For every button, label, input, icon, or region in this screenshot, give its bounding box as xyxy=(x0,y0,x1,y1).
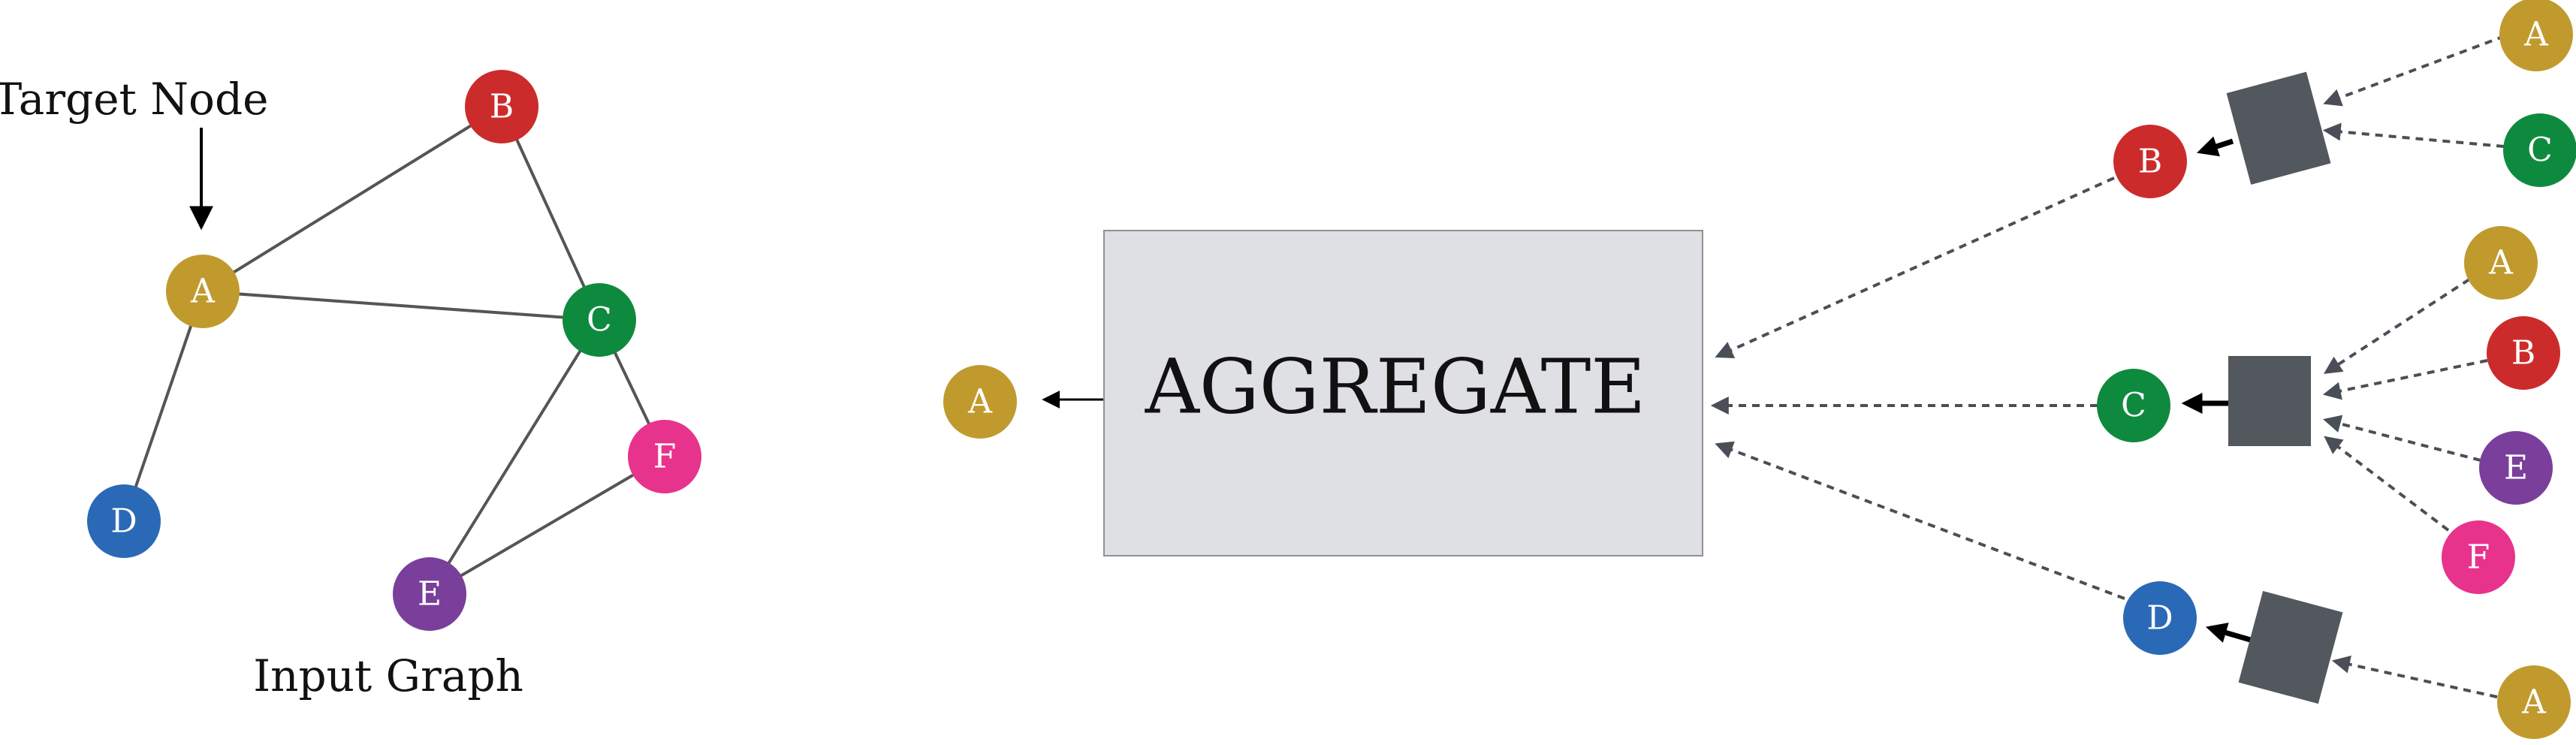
svg-text:D: D xyxy=(110,502,137,541)
svg-text:D: D xyxy=(2146,599,2173,638)
dashed-e-to-c-agg xyxy=(2323,415,2481,462)
svg-text:F: F xyxy=(653,438,677,476)
svg-text:F: F xyxy=(2467,538,2490,577)
neighbor-group-b: B A C xyxy=(2113,0,2576,198)
svg-text:A: A xyxy=(2488,244,2514,282)
dashed-a-to-c-agg xyxy=(2323,278,2471,374)
svg-text:B: B xyxy=(490,88,514,126)
input-node-c-to-b: C xyxy=(2503,113,2576,187)
aggregator-b-arrow xyxy=(2197,136,2234,157)
edge-a-b xyxy=(201,105,503,293)
neighbor-node-b: B xyxy=(2113,125,2187,198)
aggregate-box xyxy=(1103,230,1703,556)
svg-text:A: A xyxy=(190,273,216,311)
svg-text:C: C xyxy=(587,301,612,339)
dashed-c-to-b-agg xyxy=(2322,122,2505,148)
svg-text:B: B xyxy=(2138,143,2162,181)
input-node-f-to-c: F xyxy=(2442,520,2515,594)
input-graph-caption: Input Graph xyxy=(253,650,523,701)
edge-a-d xyxy=(122,291,204,522)
graph-node-e: E xyxy=(393,557,466,631)
edge-e-f xyxy=(428,455,666,596)
edge-b-c xyxy=(500,106,601,321)
edge-a-c xyxy=(202,290,600,321)
dashed-a-to-b-agg xyxy=(2323,35,2505,107)
edge-c-e xyxy=(428,318,601,596)
svg-text:C: C xyxy=(2121,387,2146,425)
graph-node-f: F xyxy=(628,420,701,493)
svg-text:B: B xyxy=(2511,334,2535,372)
dashed-a-to-d-agg xyxy=(2331,655,2498,698)
input-graph: Target Node A B C D E F Input Graph xyxy=(0,70,701,701)
svg-text:A: A xyxy=(2521,683,2547,722)
aggregator-square-c xyxy=(2228,356,2311,446)
svg-text:A: A xyxy=(2523,16,2549,54)
input-node-a-to-d: A xyxy=(2497,665,2571,739)
graph-node-c: C xyxy=(563,283,636,357)
aggregate-label: AGGREGATE xyxy=(1145,343,1646,431)
aggregator-d-arrow xyxy=(2205,623,2254,644)
neighbor-node-c: C xyxy=(2097,369,2170,442)
output-node-a: A xyxy=(943,365,1017,439)
aggregator-square-b xyxy=(2226,71,2331,185)
input-node-b-to-c: B xyxy=(2487,316,2560,390)
graph-node-d: D xyxy=(87,484,161,558)
svg-text:E: E xyxy=(418,575,442,614)
graph-node-a: A xyxy=(166,255,240,328)
input-node-e-to-c: E xyxy=(2479,431,2553,505)
aggregate-stage: A AGGREGATE xyxy=(943,176,2125,600)
dashed-f-to-c-agg xyxy=(2324,436,2450,532)
svg-text:E: E xyxy=(2504,449,2528,487)
neighbor-node-d: D xyxy=(2123,581,2197,655)
dashed-d-to-aggregate xyxy=(1715,441,2125,600)
neighbor-group-d: D A xyxy=(2123,581,2571,739)
target-node-label: Target Node xyxy=(0,74,268,125)
neighbor-group-c: C A B E F xyxy=(2097,226,2560,594)
graph-node-b: B xyxy=(465,70,538,143)
dashed-b-to-aggregate xyxy=(1715,176,2115,359)
dashed-b-to-c-agg xyxy=(2322,359,2488,400)
input-node-a-to-b: A xyxy=(2499,0,2573,71)
input-node-a-to-c: A xyxy=(2464,226,2538,300)
svg-text:A: A xyxy=(967,383,993,421)
aggregator-square-d xyxy=(2238,590,2343,704)
svg-text:C: C xyxy=(2527,131,2553,170)
